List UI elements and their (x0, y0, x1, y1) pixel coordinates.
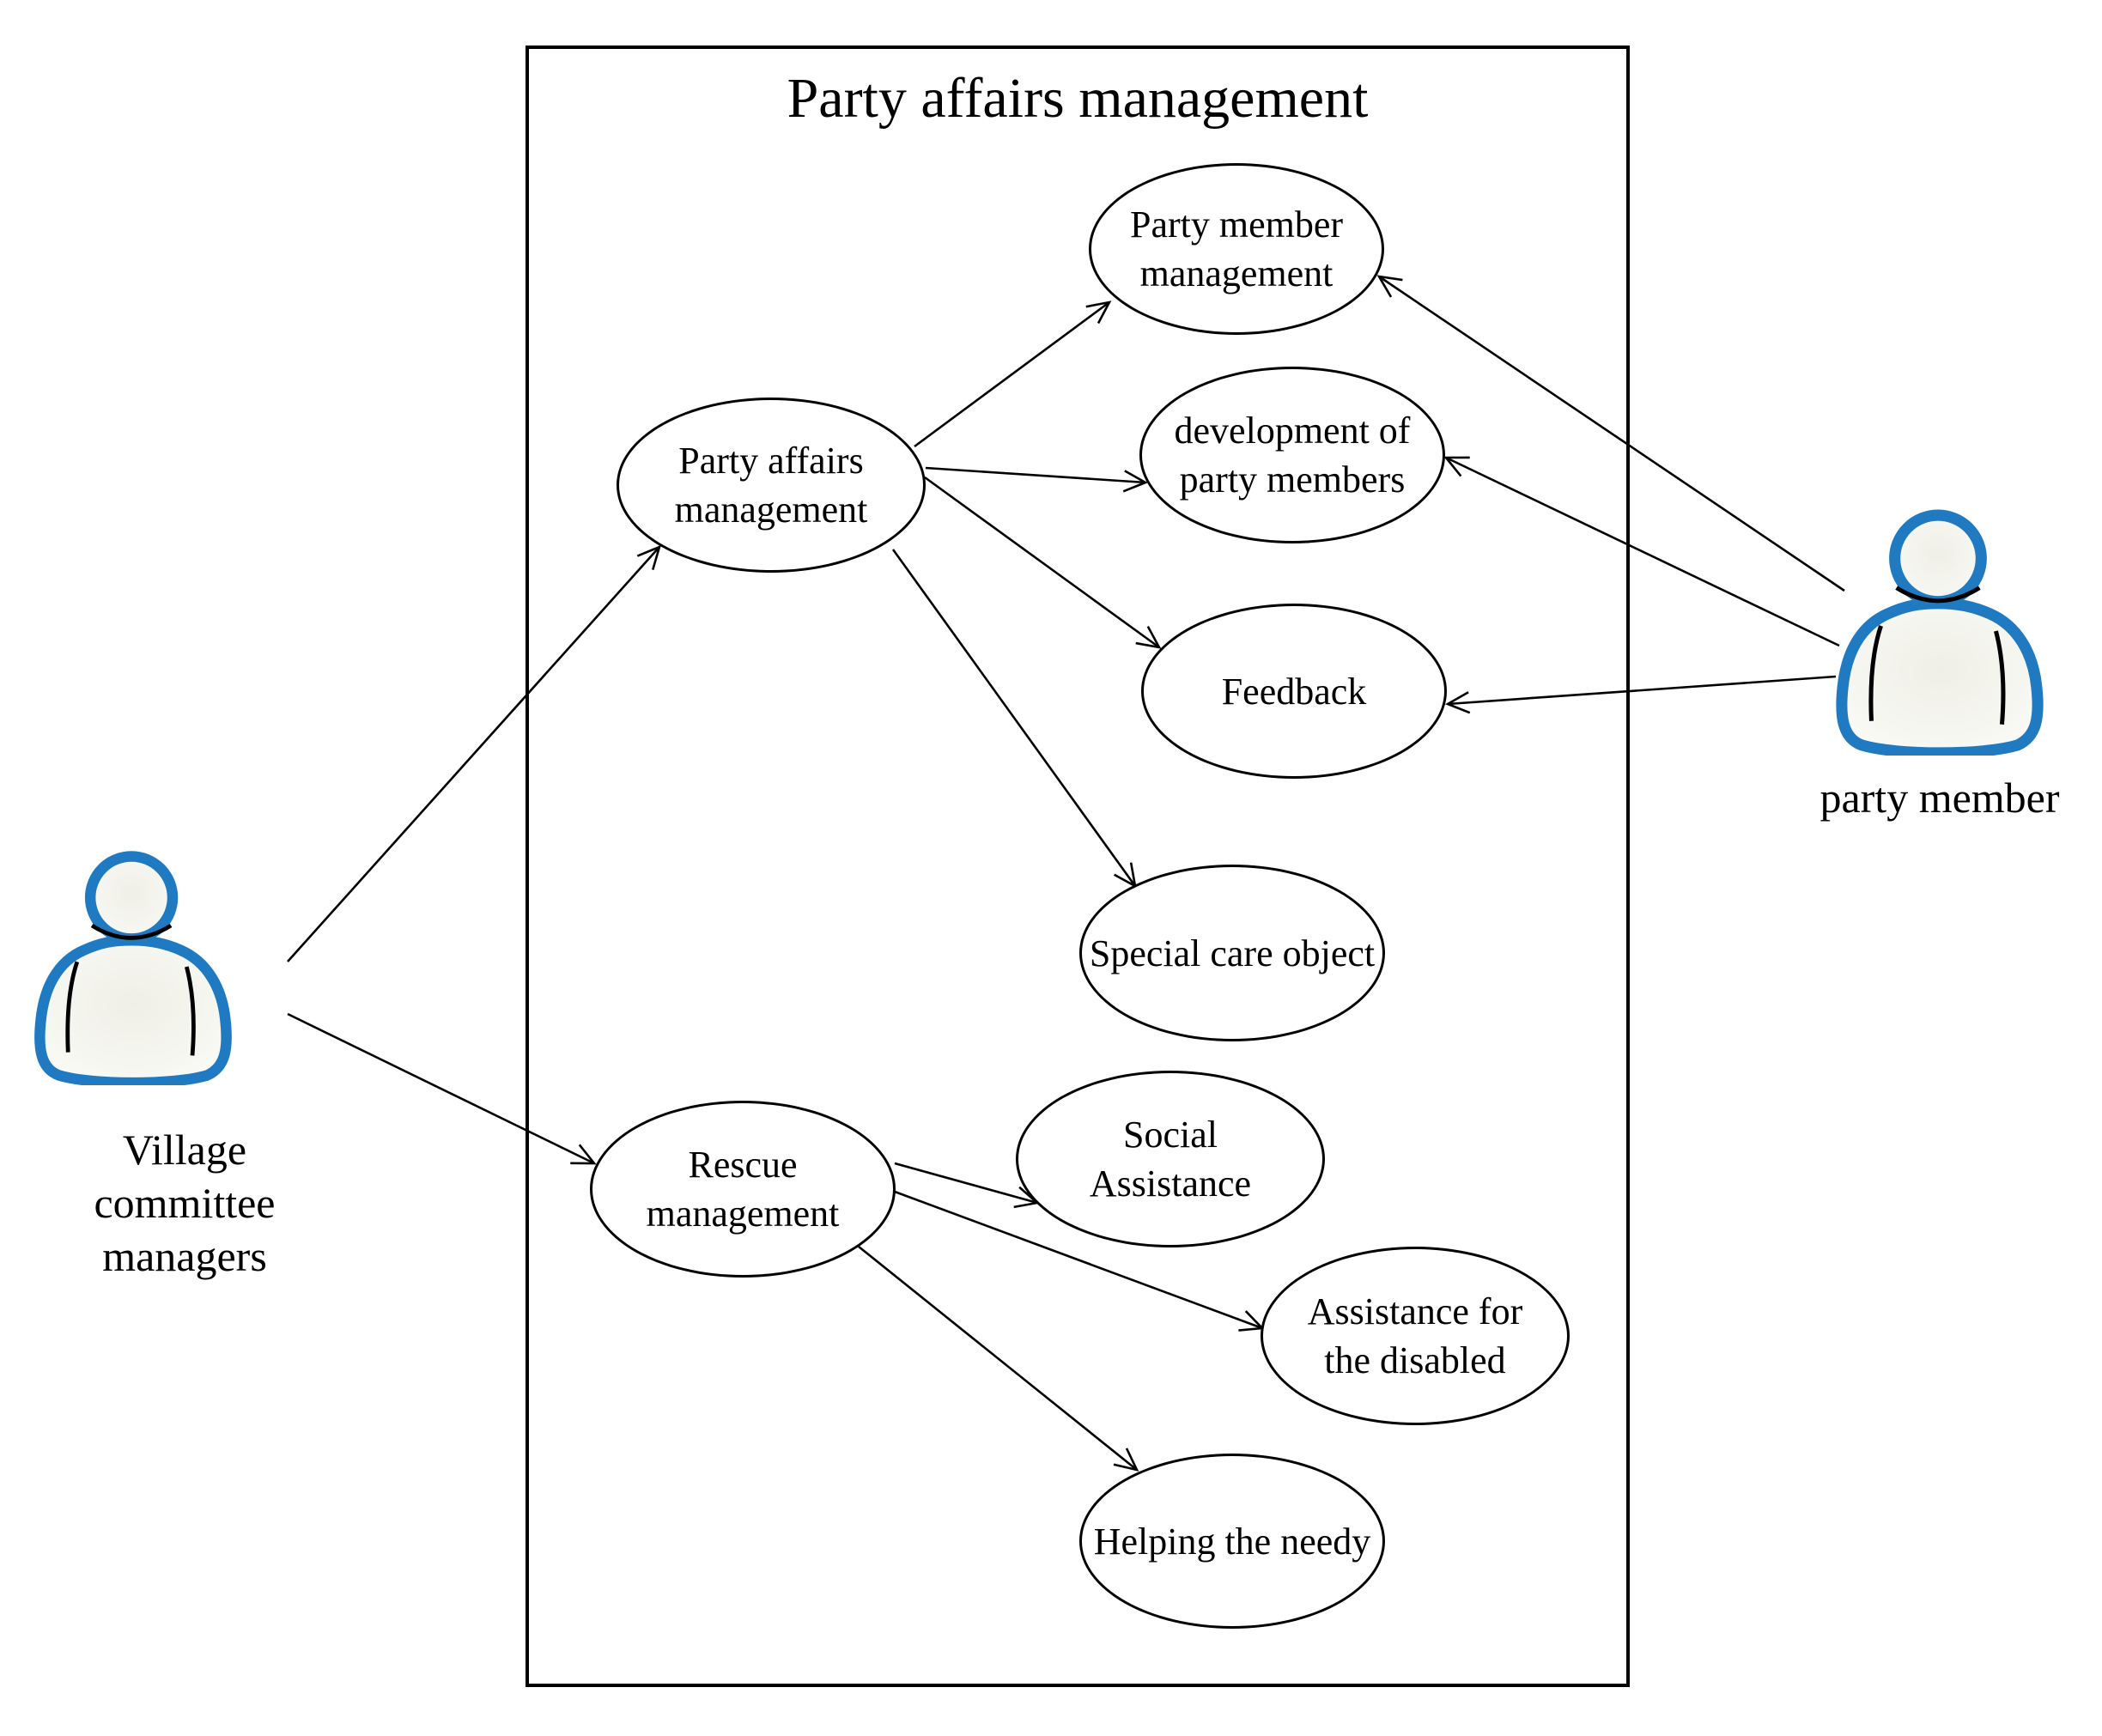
village-committee-managers-actor-icon (34, 851, 232, 1085)
actor-head (84, 851, 179, 944)
party-member-actor-icon (1836, 509, 2044, 756)
actor-body (34, 935, 232, 1085)
usecase-rescue-management: Rescue management (590, 1101, 896, 1278)
usecase-party-affairs-management: Party affairs management (617, 398, 926, 573)
actor-body (1836, 598, 2044, 756)
usecase-social-assistance: Social Assistance (1016, 1071, 1325, 1247)
system-boundary-box (526, 46, 1630, 1687)
actor-left-arm-line (65, 961, 80, 1053)
usecase-assistance-for-the-disabled: Assistance for the disabled (1261, 1247, 1570, 1425)
usecase-special-care-object: Special care object (1079, 865, 1385, 1041)
usecase-helping-the-needy: Helping the needy (1079, 1454, 1385, 1629)
system-boundary-title: Party affairs management (787, 67, 1369, 130)
village-committee-managers-label: Village committee managers (94, 1126, 276, 1280)
actor-collar (90, 923, 173, 940)
usecase-feedback: Feedback (1141, 604, 1447, 779)
actor-right-arm-line (1994, 630, 2006, 725)
actor-collar (1895, 586, 1981, 604)
usecase-party-member-management: Party member management (1089, 163, 1384, 335)
actor-right-arm-line (184, 966, 196, 1056)
party-member-label: party member (1820, 774, 2060, 822)
usecase-development-of-party-members: development of party members (1139, 367, 1445, 543)
actor-left-arm-line (1868, 625, 1883, 721)
actor-head (1889, 509, 1987, 608)
